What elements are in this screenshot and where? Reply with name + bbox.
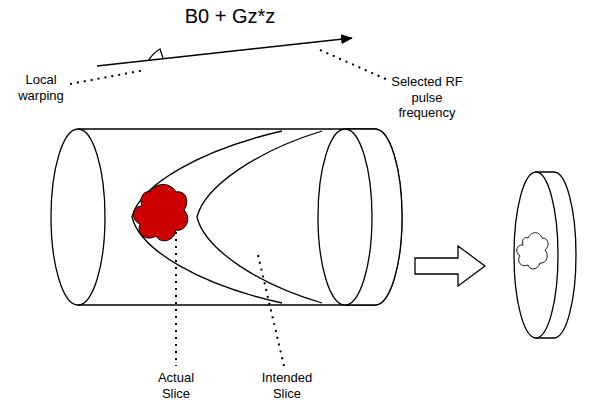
callout-label: Intended Slice [252, 370, 322, 401]
output-slice-disk [514, 172, 576, 338]
actual-slice-surface [132, 131, 322, 303]
cylinder [51, 129, 402, 305]
field-gradient-line [97, 38, 352, 66]
callout-label: Local warping [12, 72, 70, 103]
tissue-blob [133, 184, 187, 240]
callout-label: Actual Slice [146, 370, 206, 401]
formula-title: B0 + Gz*z [150, 4, 310, 28]
leader-lines [70, 50, 388, 366]
result-arrow [415, 246, 485, 286]
intended-slice-disk [318, 129, 402, 305]
callout-label: Selected RF pulse frequency [388, 74, 466, 121]
warping-kink [148, 49, 163, 61]
